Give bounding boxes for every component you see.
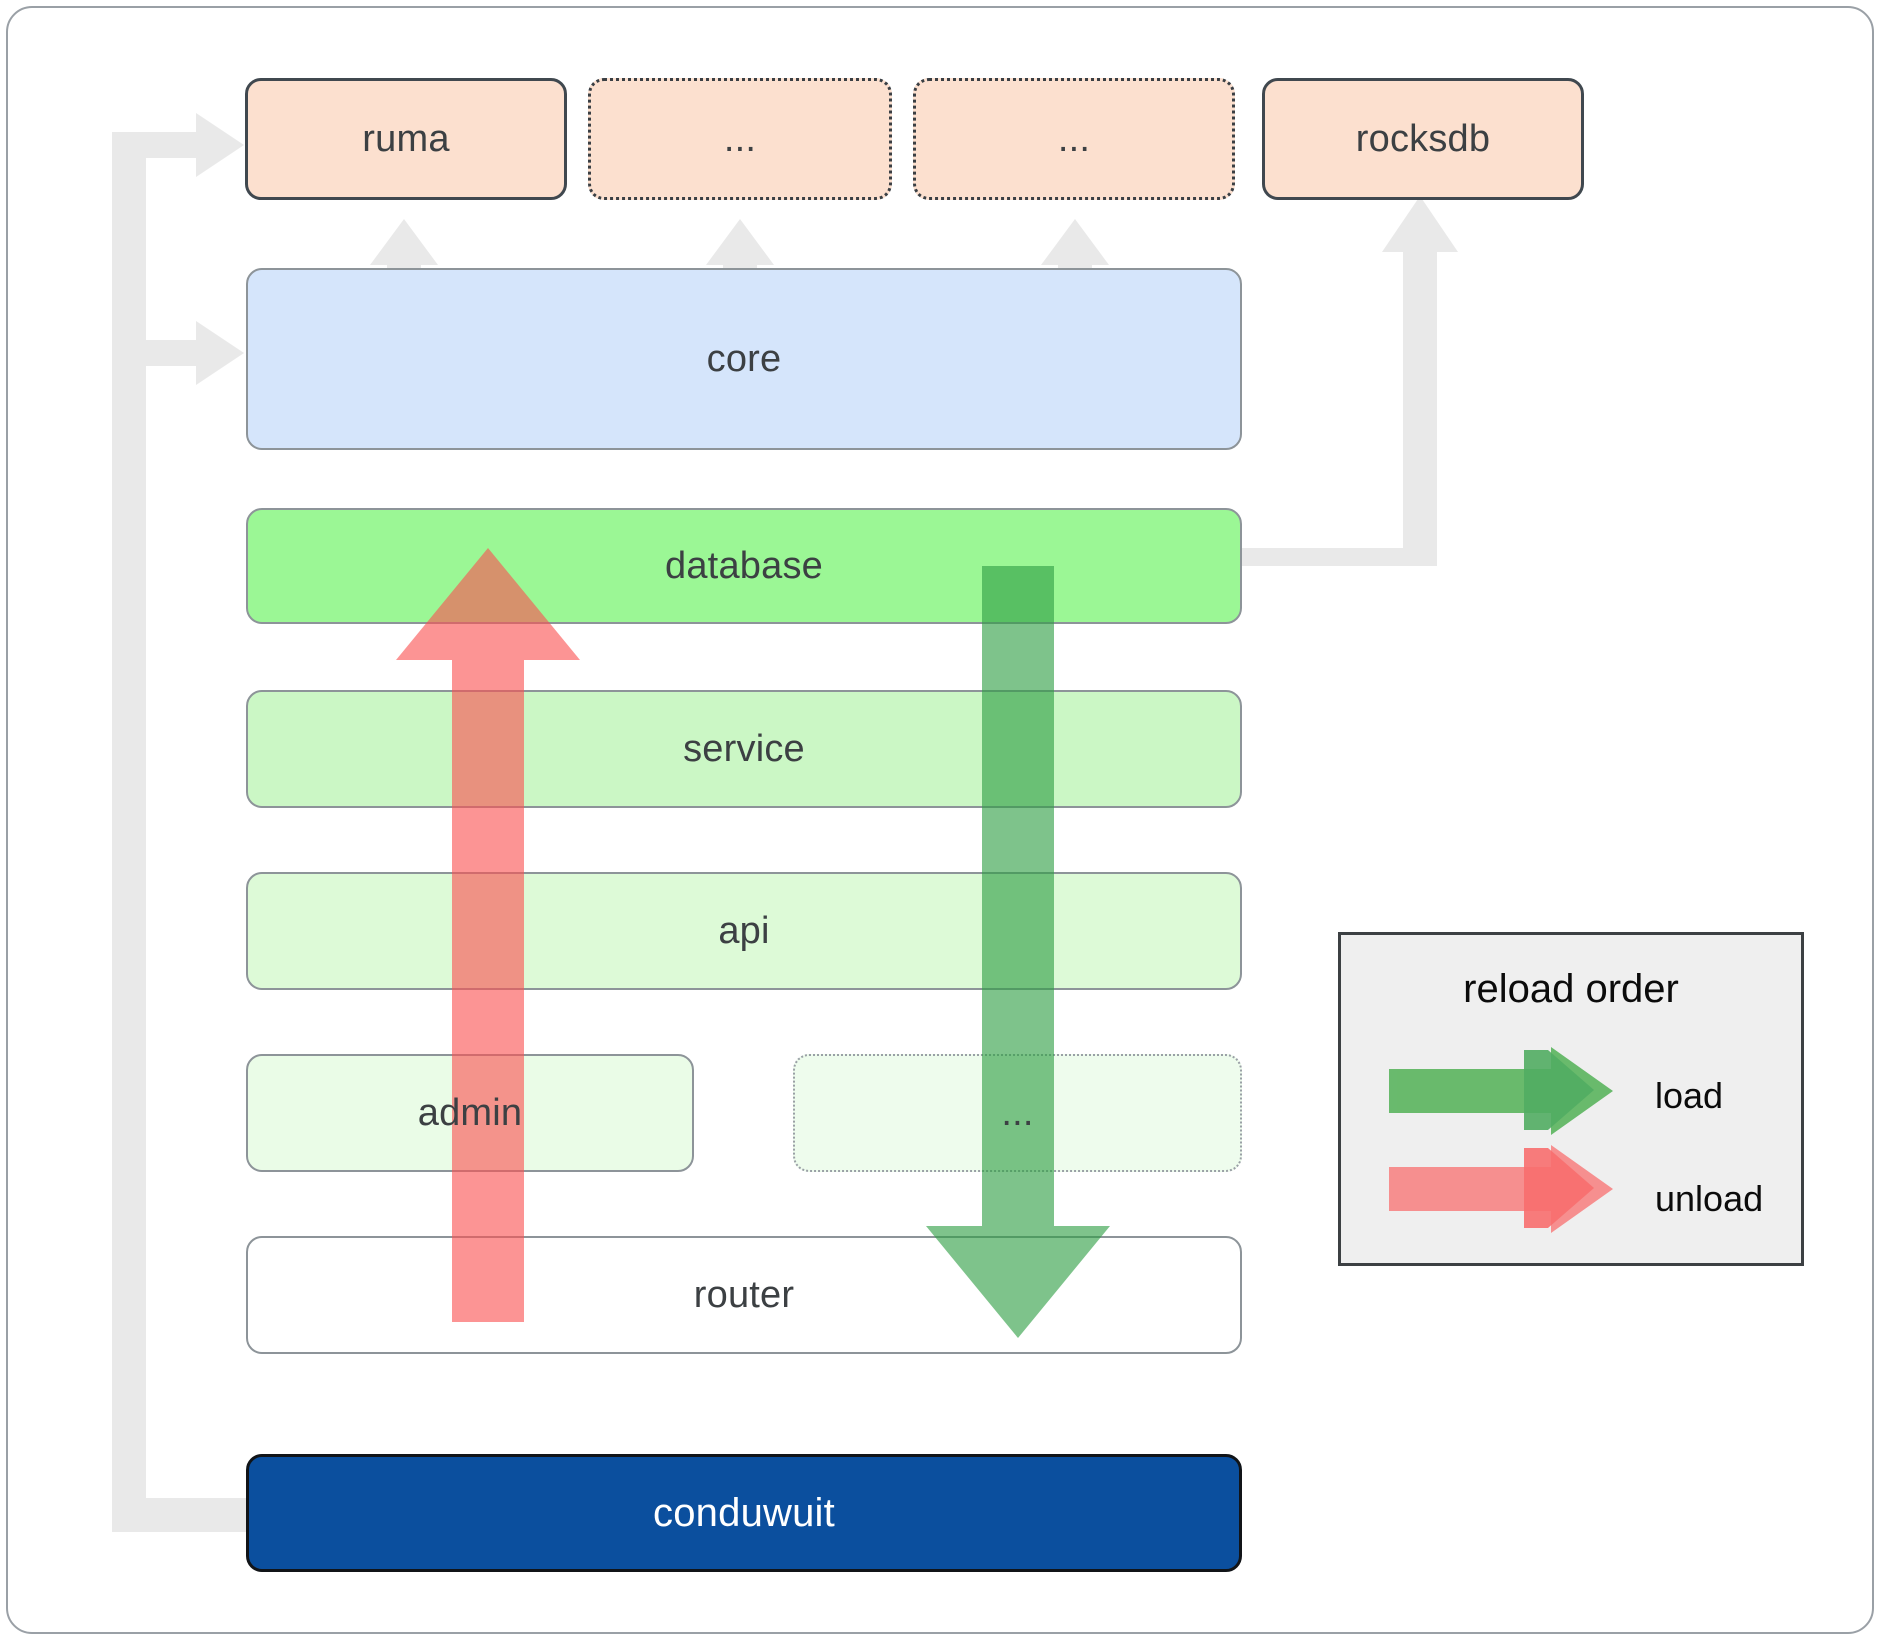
layer-label: ... xyxy=(1001,1091,1034,1134)
layer-box-database[interactable]: database xyxy=(246,508,1242,624)
dependency-box-ruma[interactable]: ruma xyxy=(245,78,567,200)
layer-box-api[interactable]: api xyxy=(246,872,1242,990)
layer-box-service[interactable]: service xyxy=(246,690,1242,808)
application-label: conduwuit xyxy=(653,1490,835,1535)
dependency-box-placeholder-2[interactable]: ... xyxy=(913,78,1235,200)
dependency-label: rocksdb xyxy=(1355,117,1491,160)
layer-label: admin xyxy=(417,1091,523,1134)
layer-box-core[interactable]: core xyxy=(246,268,1242,450)
legend-item-label-load: load xyxy=(1655,1075,1724,1116)
legend-load-arrow xyxy=(1389,1047,1613,1135)
legend-item-label-unload: unload xyxy=(1655,1178,1764,1219)
dependency-box-placeholder-1[interactable]: ... xyxy=(588,78,892,200)
dependency-label: ruma xyxy=(362,117,450,160)
layer-label: router xyxy=(693,1273,795,1316)
load-flow-arrow xyxy=(926,566,1110,1338)
unload-flow-arrow xyxy=(396,548,580,1322)
legend-title: reload order xyxy=(1463,967,1679,1011)
layer-label: core xyxy=(706,337,782,380)
dependency-box-rocksdb[interactable]: rocksdb xyxy=(1262,78,1584,200)
layer-label: api xyxy=(718,909,770,952)
legend-unload-arrow xyxy=(1389,1145,1613,1233)
layer-label: database xyxy=(665,544,823,587)
dependency-label: ... xyxy=(723,117,757,160)
legend-panel: reload order load unload xyxy=(1338,932,1804,1266)
legend-arrow-glyphs xyxy=(1389,1047,1613,1233)
layer-label: service xyxy=(683,727,805,770)
dependency-label: ... xyxy=(1057,117,1091,160)
application-box-conduwuit[interactable]: conduwuit xyxy=(246,1454,1242,1572)
